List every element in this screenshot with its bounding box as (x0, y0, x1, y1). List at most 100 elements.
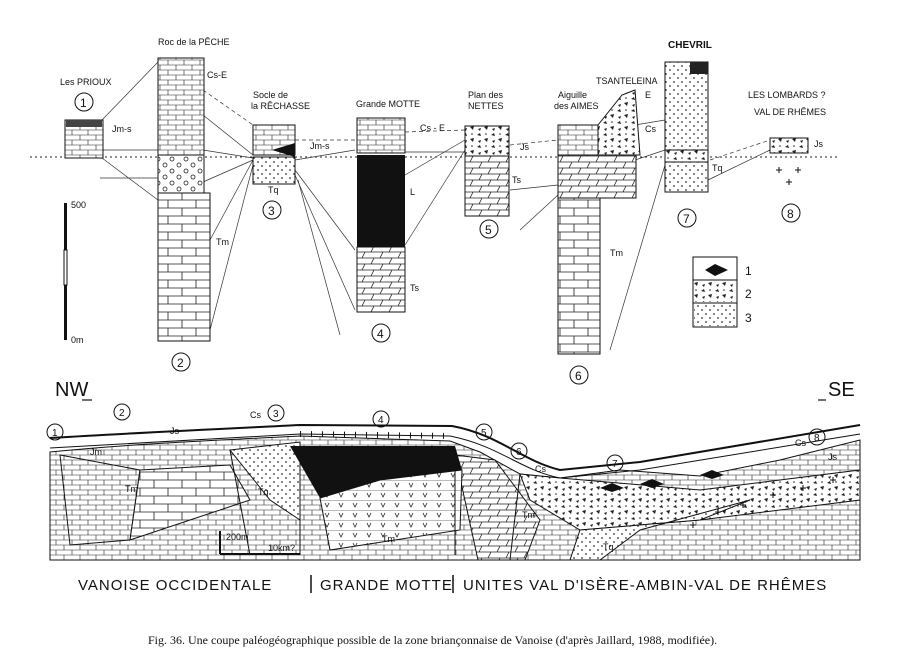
label-l-4: L (410, 187, 415, 197)
title-aiguille-line2: des AIMES (554, 101, 599, 111)
label-ts-5: Ts (512, 175, 522, 185)
svg-text:8: 8 (814, 433, 820, 444)
figure-caption: Fig. 36. Une coupe paléogéographique pos… (148, 633, 717, 647)
column-number-5: 5 (479, 219, 499, 239)
column-6-aiguille-des-aimes (557, 89, 641, 355)
scale-top-label: 500 (71, 200, 86, 210)
unit-val-disere: UNITES VAL D'ISÈRE-AMBIN-VAL DE RHÊMES (463, 577, 827, 594)
svg-text:7: 7 (612, 459, 618, 470)
section-label-cs-3: Cs (250, 410, 261, 420)
title-tsanteleina: TSANTELEINA (596, 76, 658, 86)
title-roc-de-la-peche: Roc de la PÊCHE (158, 37, 230, 47)
label-js-5: Js (520, 142, 530, 152)
section-number-4: 4 (372, 410, 390, 428)
svg-text:1: 1 (52, 428, 58, 439)
column-number-8: 8 (781, 203, 801, 223)
svg-text:8: 8 (787, 207, 794, 221)
column-number-2: 2 (171, 352, 191, 372)
svg-text:1: 1 (80, 96, 87, 110)
section-number-2: 2 (113, 403, 131, 421)
section-number-1: 1 (46, 423, 64, 441)
svg-text:4: 4 (378, 415, 384, 426)
vertical-scale-bar: 500 0m (63, 200, 86, 345)
column-7-chevril (664, 61, 709, 193)
cross-section (49, 423, 861, 561)
title-les-prioux: Les PRIOUX (60, 77, 112, 87)
title-chevril: CHEVRIL (668, 40, 712, 51)
svg-text:3: 3 (273, 409, 279, 420)
section-label-cs-6: Cs (535, 464, 546, 474)
section-label-cs-8: Cs (795, 438, 806, 448)
svg-text:5: 5 (481, 428, 487, 439)
label-ts-4: Ts (410, 283, 420, 293)
label-tq-7: Tq (712, 163, 723, 173)
orientation-nw: NW (55, 379, 88, 401)
section-label-tq-7: Tq (603, 542, 614, 552)
legend-swatch-1 (705, 264, 728, 276)
title-plan-line1: Plan des (468, 90, 504, 100)
legend: 1 2 3 (692, 256, 752, 328)
section-number-8: 8 (808, 428, 826, 446)
label-js-8: Js (814, 139, 824, 149)
column-number-6: 6 (569, 365, 589, 385)
label-cs-e-2: Cs-E (207, 70, 227, 80)
legend-label-1: 1 (745, 264, 752, 278)
column-8-les-lombards (769, 137, 809, 185)
column-1-les-prioux (64, 119, 104, 159)
scale-bottom-label: 0m (71, 335, 84, 345)
title-aiguille-line1: Aiguille (558, 90, 587, 100)
title-les-lombards: LES LOMBARDS ? (748, 90, 826, 100)
legend-swatch-2 (694, 282, 736, 302)
title-plan-line2: NETTES (468, 101, 504, 111)
title-grande-motte: Grande MOTTE (356, 99, 420, 109)
svg-text:6: 6 (516, 447, 522, 458)
section-number-5: 5 (475, 423, 493, 441)
label-e-7: E (645, 90, 651, 100)
title-socle-line2: la RÊCHASSE (251, 101, 310, 111)
column-5-plan-des-nettes (464, 125, 510, 217)
title-val-de-rhemes: VAL DE RHÊMES (754, 107, 826, 117)
svg-text:2: 2 (177, 356, 184, 370)
unit-vanoise-occidentale: VANOISE OCCIDENTALE (78, 577, 272, 594)
label-tm-2: Tm (216, 237, 229, 247)
svg-text:4: 4 (377, 327, 384, 341)
label-cs-e-4: Cs - E (420, 123, 445, 133)
column-4-grande-motte (356, 117, 406, 313)
legend-label-2: 2 (745, 287, 752, 301)
section-label-jm: Jm (90, 447, 102, 457)
label-tm-6: Tm (610, 248, 623, 258)
section-scale: 200m 10km? (219, 531, 300, 555)
correlation-lines (100, 61, 771, 351)
unit-grande-motte: GRANDE MOTTE (320, 577, 453, 594)
svg-text:3: 3 (268, 204, 275, 218)
title-socle-line1: Socle de (253, 90, 288, 100)
legend-swatch-3 (694, 305, 736, 326)
label-tq-3: Tq (268, 185, 279, 195)
svg-text:6: 6 (575, 369, 582, 383)
orientation-se: SE (828, 379, 855, 401)
column-number-3: 3 (262, 200, 282, 220)
column-2-roc-de-la-peche (157, 57, 211, 342)
section-number-7: 7 (606, 454, 624, 472)
column-number-4: 4 (371, 323, 391, 343)
section-scale-vertical: 200m (226, 532, 249, 542)
column-number-7: 7 (677, 208, 697, 228)
column-3-socle-de-la-rechasse (252, 124, 296, 185)
label-jm-s-3: Jm-s (310, 141, 330, 151)
label-jm-s-1: Jm-s (112, 124, 132, 134)
section-label-tm-1: Tm (125, 484, 138, 494)
column-number-1: 1 (74, 92, 94, 112)
section-number-3: 3 (267, 404, 285, 422)
section-label-js-8: Js (828, 452, 838, 462)
label-cs-7: Cs (645, 124, 656, 134)
section-label-tq: Tq (258, 487, 269, 497)
svg-text:2: 2 (119, 408, 125, 419)
section-label-tm-4: Tm (382, 534, 395, 544)
section-label-js: Js (170, 426, 180, 436)
section-scale-horizontal: 10km? (268, 543, 295, 553)
svg-text:5: 5 (485, 223, 492, 237)
section-number-6: 6 (510, 442, 528, 460)
legend-label-3: 3 (745, 311, 752, 325)
section-label-tm-5: Tm (522, 510, 535, 520)
